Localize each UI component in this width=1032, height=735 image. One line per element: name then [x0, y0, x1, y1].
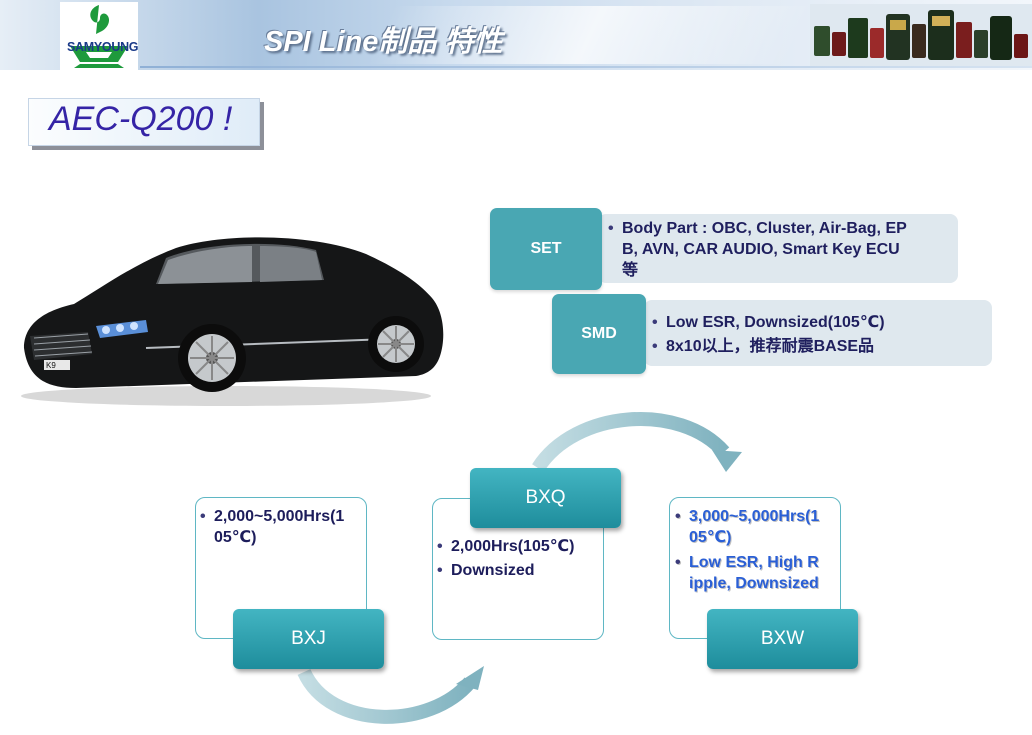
arrow-bottom-head-icon	[456, 666, 484, 690]
set-info-panel	[598, 214, 958, 283]
page-title: SPI Line制品 特性	[264, 26, 503, 58]
set-line-1: Body Part : OBC, Cluster, Air-Bag, EP	[622, 220, 907, 237]
arrow-top-head-icon	[712, 450, 742, 472]
bxj-spec-line-2: 05℃)	[214, 529, 257, 546]
set-tag-label: SET	[530, 240, 562, 257]
bxw-button-label: BXW	[760, 628, 805, 649]
license-plate: K9	[46, 361, 56, 370]
smd-info-panel	[644, 300, 992, 366]
bullet-dot-icon: •	[437, 562, 443, 579]
bxw-spec-2: • Low ESR, High R ipple, Downsized	[675, 552, 819, 594]
bullet-dot-icon: •	[652, 338, 658, 355]
smd-bullet-2: • 8x10以上，推荐耐震BASE品	[652, 336, 875, 357]
bxq-spec-1-text: 2,000Hrs(105℃)	[451, 538, 575, 555]
bullet-dot-icon: •	[200, 508, 206, 525]
bxq-spec-1: • 2,000Hrs(105℃)	[437, 536, 575, 557]
bxw-spec-1-line-1: 3,000~5,000Hrs(1	[689, 508, 820, 525]
bullet-dot-icon: •	[608, 220, 614, 237]
capacitor-products-image	[810, 4, 1032, 66]
bxq-spec-2-text: Downsized	[451, 562, 535, 579]
bxw-button[interactable]: BXW	[707, 609, 858, 669]
samyoung-logo-icon	[70, 5, 128, 68]
smd-tag-label: SMD	[581, 325, 617, 342]
bullet-dot-icon: •	[437, 538, 443, 555]
bxq-button-label: BXQ	[525, 487, 566, 508]
smd-bullet-2-text: 8x10以上，推荐耐震BASE品	[666, 338, 875, 355]
set-bullet: • Body Part : OBC, Cluster, Air-Bag, EP …	[608, 218, 952, 281]
bxq-button[interactable]: BXQ	[470, 468, 621, 528]
aec-q200-badge: AEC-Q200 !	[28, 98, 260, 146]
set-line-2: B, AVN, CAR AUDIO, Smart Key ECU	[622, 241, 900, 258]
bxj-spec-line-1: 2,000~5,000Hrs(1	[214, 508, 345, 525]
black-sedan-car-image: K9	[21, 237, 444, 406]
arrow-bottom-curve-icon	[297, 668, 476, 724]
bxj-spec: • 2,000~5,000Hrs(1 05℃)	[200, 506, 345, 548]
bxw-spec-1-line-2: 05℃)	[689, 529, 732, 546]
header-banner: SAMYOUNG SPI Line制品 特性	[0, 0, 1032, 70]
logo-wordmark: SAMYOUNG	[67, 40, 139, 54]
bullet-dot-icon: •	[675, 554, 681, 571]
bxw-spec-2-line-2: ipple, Downsized	[689, 575, 819, 592]
smd-bullet-1: • Low ESR, Downsized(105℃)	[652, 312, 885, 333]
bxw-spec-1: • 3,000~5,000Hrs(1 05℃)	[675, 506, 820, 548]
arrow-top-curve-icon	[532, 412, 730, 473]
bullet-dot-icon: •	[652, 314, 658, 331]
set-tag: SET	[490, 208, 602, 290]
bullet-dot-icon: •	[675, 508, 681, 525]
bxj-button-label: BXJ	[291, 628, 326, 649]
bxw-spec-2-line-1: Low ESR, High R	[689, 554, 819, 571]
bxq-spec-2: • Downsized	[437, 560, 535, 581]
smd-tag: SMD	[552, 294, 646, 374]
bxj-button[interactable]: BXJ	[233, 609, 384, 669]
set-line-3: 等	[622, 262, 639, 279]
header-underline	[140, 66, 1032, 68]
badge-text: AEC-Q200 !	[49, 100, 233, 138]
smd-bullet-1-text: Low ESR, Downsized(105℃)	[666, 314, 885, 331]
samyoung-logo: SAMYOUNG	[60, 2, 139, 70]
